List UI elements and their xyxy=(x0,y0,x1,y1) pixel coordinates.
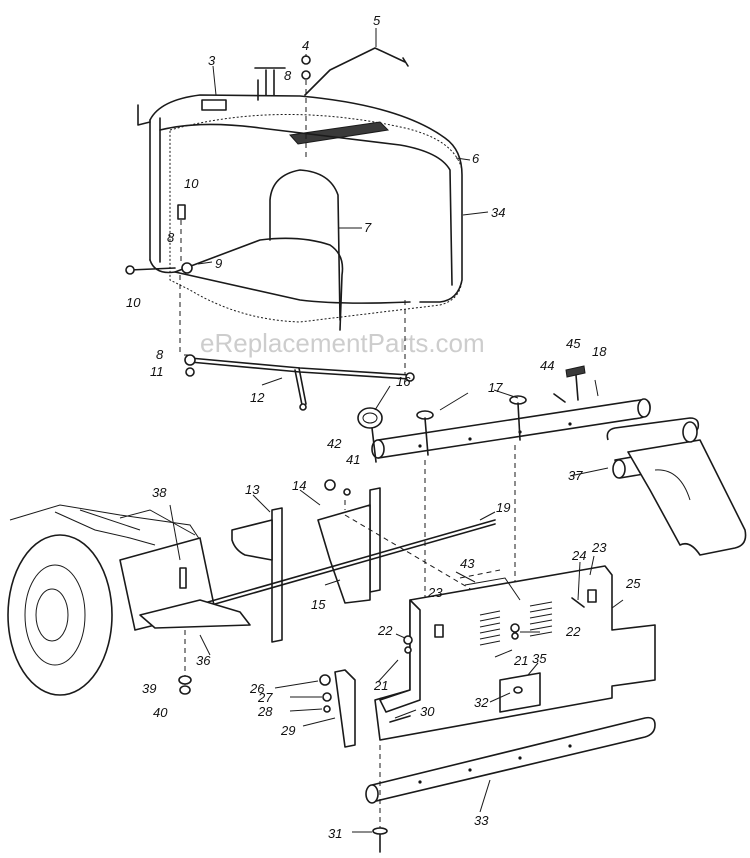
callout-17: 17 xyxy=(488,380,503,395)
nut-4 xyxy=(301,55,311,65)
callout-40: 40 xyxy=(153,705,168,720)
callout-14: 14 xyxy=(292,478,306,493)
callout-41: 41 xyxy=(346,452,360,467)
callout-34: 34 xyxy=(491,205,505,220)
deflector-37 xyxy=(606,417,747,556)
callout-22-right: 22 xyxy=(565,624,581,639)
nuts-41-42 xyxy=(324,479,351,510)
callout-7: 7 xyxy=(364,220,372,235)
callout-8-top: 8 xyxy=(284,68,292,83)
callout-10-top: 10 xyxy=(184,176,199,191)
callout-11: 11 xyxy=(150,364,164,379)
callout-9: 9 xyxy=(215,256,222,271)
vent-slots-right xyxy=(529,601,553,637)
bag-label-patch xyxy=(289,121,390,145)
callout-37: 37 xyxy=(568,468,583,483)
bracket-13 xyxy=(231,507,283,643)
callout-12: 12 xyxy=(250,390,265,405)
callout-16: 16 xyxy=(396,374,411,389)
callout-38: 38 xyxy=(152,485,167,500)
brace-rod-12 xyxy=(184,354,415,411)
hitch-pin-16 xyxy=(357,407,383,463)
washer-8-top xyxy=(301,70,311,80)
bottom-tube-33 xyxy=(365,716,656,853)
bag-frame xyxy=(137,67,463,331)
bracket-29 xyxy=(319,669,411,748)
callout-39: 39 xyxy=(142,681,156,696)
callout-5: 5 xyxy=(373,13,381,28)
callout-19: 19 xyxy=(496,500,510,515)
nut-11 xyxy=(185,367,195,377)
bracket-15 xyxy=(317,487,381,604)
callout-28: 28 xyxy=(257,704,273,719)
callout-13: 13 xyxy=(245,482,260,497)
callout-4: 4 xyxy=(302,38,309,53)
callout-8-mid: 8 xyxy=(167,230,175,245)
tractor-rear xyxy=(7,504,216,696)
knob-45 xyxy=(553,365,586,403)
callout-30: 30 xyxy=(420,704,435,719)
callout-42: 42 xyxy=(327,436,342,451)
callout-35: 35 xyxy=(532,651,547,666)
callout-numbers: 3 4 5 6 7 8 8 8 9 10 10 11 12 13 14 15 1… xyxy=(126,13,641,841)
support-rod-5 xyxy=(301,47,409,160)
callout-6: 6 xyxy=(472,151,480,166)
watermark-text: eReplacementParts.com xyxy=(200,328,485,358)
callout-24: 24 xyxy=(571,548,586,563)
callout-10-left: 10 xyxy=(126,295,141,310)
frame-handle-plate xyxy=(201,99,227,111)
callout-23-right: 23 xyxy=(591,540,607,555)
callout-45: 45 xyxy=(566,336,581,351)
frame-bolts xyxy=(125,204,406,375)
callout-23-left: 23 xyxy=(427,585,443,600)
rod-19 xyxy=(179,514,541,631)
leader-lines xyxy=(169,28,624,833)
grass-bag xyxy=(169,114,463,323)
callout-21-left: 21 xyxy=(373,678,388,693)
callout-27: 27 xyxy=(257,690,273,705)
callout-18: 18 xyxy=(592,344,607,359)
callout-33: 33 xyxy=(474,813,489,828)
hitch-36 xyxy=(139,599,251,695)
callout-22-left: 22 xyxy=(377,623,393,638)
axle-tube-18 xyxy=(371,398,651,459)
callout-25: 25 xyxy=(625,576,641,591)
callout-15: 15 xyxy=(311,597,326,612)
rear-wheel xyxy=(7,534,113,696)
callout-36: 36 xyxy=(196,653,211,668)
callout-8-low: 8 xyxy=(156,347,164,362)
callout-3: 3 xyxy=(208,53,216,68)
callout-21-right: 21 xyxy=(513,653,528,668)
mounting-plate-25 xyxy=(374,565,656,741)
callout-44: 44 xyxy=(540,358,554,373)
callout-32: 32 xyxy=(474,695,489,710)
callout-31: 31 xyxy=(328,826,342,841)
callout-29: 29 xyxy=(280,723,295,738)
callout-43: 43 xyxy=(460,556,475,571)
vent-slots-left xyxy=(479,610,501,646)
callout-26: 26 xyxy=(249,681,265,696)
